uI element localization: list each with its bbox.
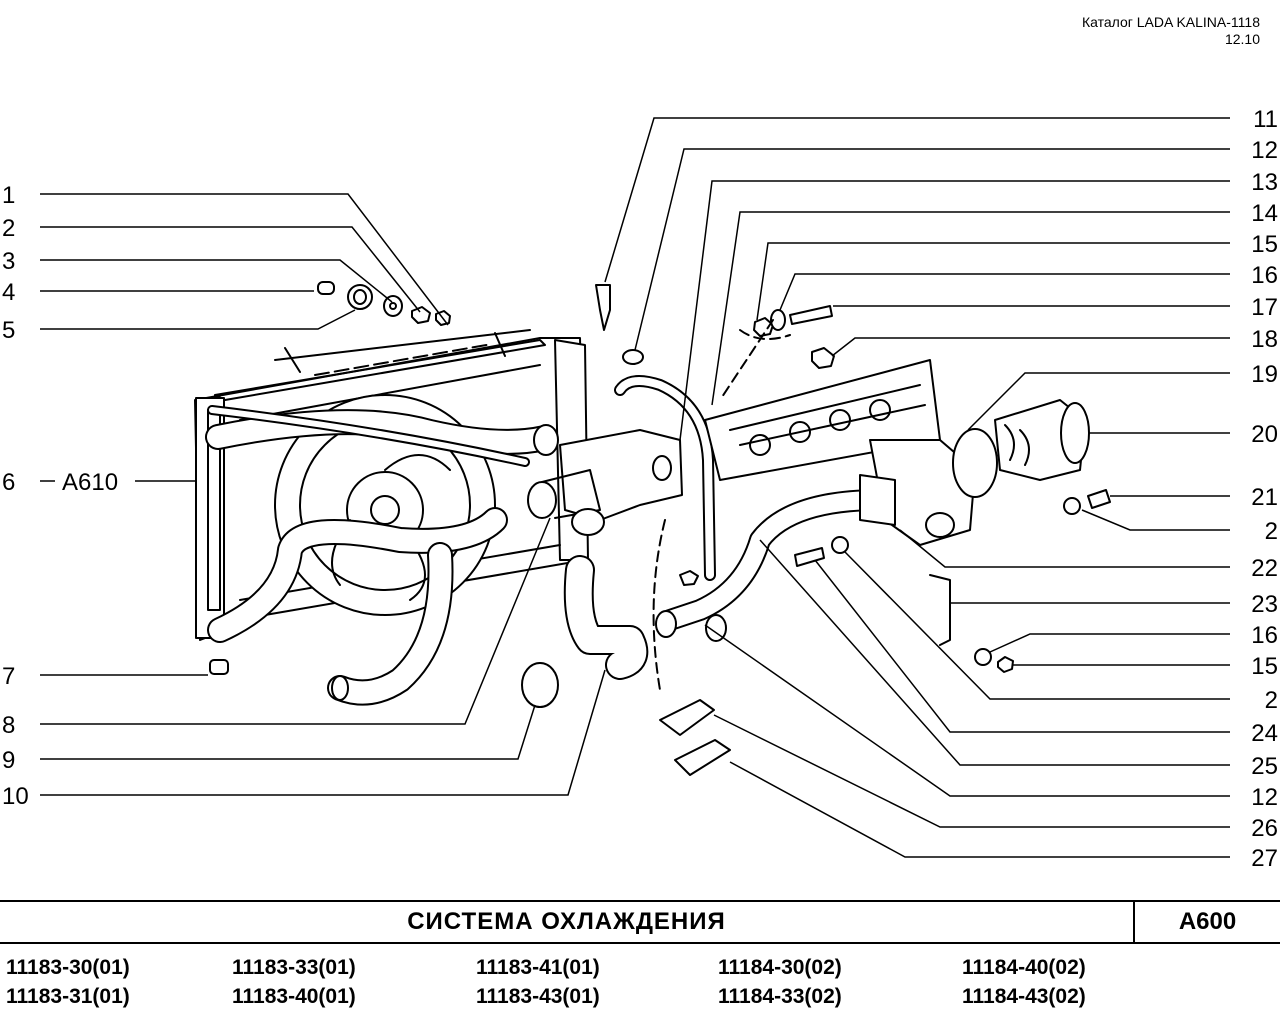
callout-1: 1 [2, 182, 15, 209]
model-code: 11183-30(01) [6, 956, 130, 979]
callout-8: 8 [2, 712, 15, 739]
callout-15: 15 [1251, 231, 1278, 258]
callout-13: 13 [1251, 169, 1278, 196]
callout-14: 14 [1251, 200, 1278, 227]
callout-2b: 2 [1265, 518, 1278, 545]
callout-18: 18 [1251, 326, 1278, 353]
callout-21: 21 [1251, 484, 1278, 511]
callout-20: 20 [1251, 421, 1278, 448]
callout-a610: A610 [62, 469, 118, 496]
model-code: 11183-33(01) [232, 956, 356, 979]
callout-23: 23 [1251, 591, 1278, 618]
callout-12b: 12 [1251, 784, 1278, 811]
assembly-arrow-lower [652, 519, 666, 691]
callout-27: 27 [1251, 845, 1278, 872]
callout-26: 26 [1251, 815, 1278, 842]
model-list: 11183-30(01) 11183-31(01) 11183-33(01) 1… [0, 956, 1280, 1016]
model-code: 11183-41(01) [476, 956, 600, 979]
callout-3: 3 [2, 248, 15, 275]
section-code: A600 [1178, 908, 1237, 935]
callout-17: 17 [1251, 294, 1278, 321]
callout-25: 25 [1251, 753, 1278, 780]
callout-16: 16 [1251, 262, 1278, 289]
model-code: 11183-31(01) [6, 985, 130, 1008]
callout-16b: 16 [1251, 622, 1278, 649]
callout-11: 11 [1253, 106, 1278, 133]
callout-12: 12 [1251, 137, 1278, 164]
callout-22: 22 [1251, 555, 1278, 582]
thermostat-housing [527, 429, 683, 536]
small-parts [209, 281, 1111, 776]
callout-4: 4 [2, 279, 15, 306]
water-pump [952, 399, 1090, 498]
model-code: 11184-40(02) [962, 956, 1086, 979]
model-code: 11184-33(02) [718, 985, 842, 1008]
assembly-arrow [719, 319, 774, 401]
callout-19: 19 [1251, 361, 1278, 388]
catalog-date: 12.10 [1224, 31, 1260, 47]
title-bar: СИСТЕМА ОХЛАЖДЕНИЯ A600 [0, 900, 1280, 944]
model-code: 11184-30(02) [718, 956, 842, 979]
callout-24: 24 [1251, 720, 1278, 747]
callout-6: 6 [2, 469, 15, 496]
cooling-system-diagram: 1 2 3 4 5 6 A610 7 8 9 10 11 12 13 14 15… [2, 106, 1278, 872]
callout-2c: 2 [1265, 687, 1278, 714]
callout-15b: 15 [1251, 653, 1278, 680]
callout-9: 9 [2, 747, 15, 774]
callout-7: 7 [2, 663, 15, 690]
catalog-header: Каталог LADA KALINA-1118 12.10 [1082, 14, 1260, 48]
catalog-title: Каталог LADA KALINA-1118 [1081, 14, 1260, 30]
page-title: СИСТЕМА ОХЛАЖДЕНИЯ [407, 908, 726, 935]
model-code: 11183-43(01) [476, 985, 600, 1008]
callout-2: 2 [2, 215, 15, 242]
callout-10: 10 [2, 783, 29, 810]
model-code: 11184-43(02) [962, 985, 1086, 1008]
callout-5: 5 [2, 317, 15, 344]
model-code: 11183-40(01) [232, 985, 356, 1008]
title-divider [1133, 902, 1135, 942]
